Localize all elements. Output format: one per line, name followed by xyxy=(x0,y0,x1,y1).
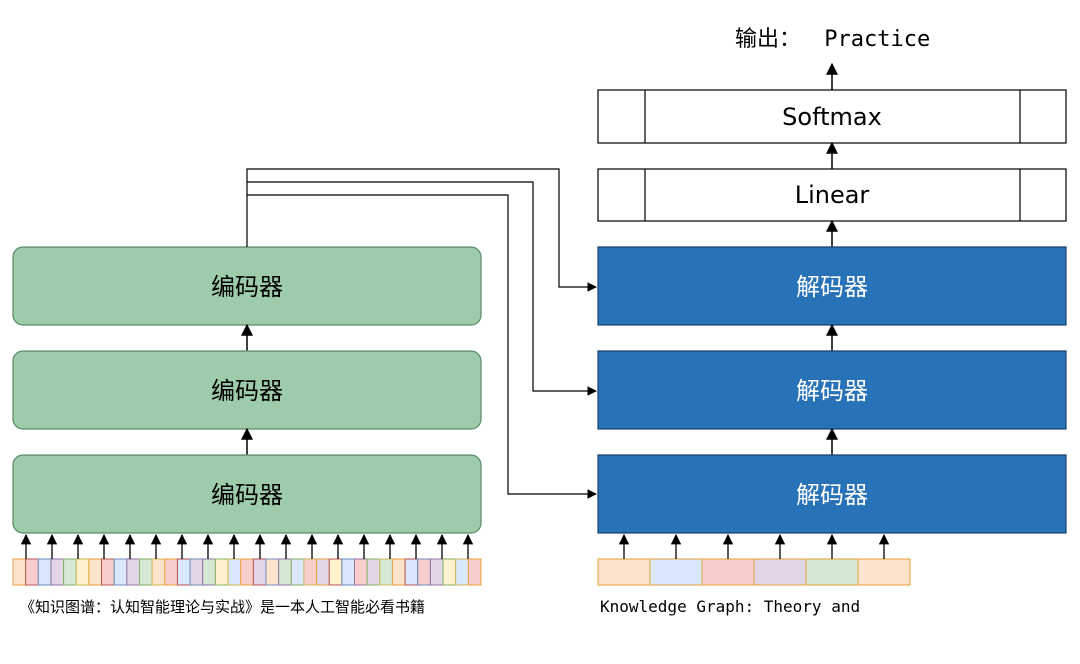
encoder-token xyxy=(442,558,457,586)
encoder-token xyxy=(391,558,406,586)
encoder-token xyxy=(341,558,356,586)
encoder-token xyxy=(25,558,39,586)
encoder-token xyxy=(240,558,254,586)
encoder-token xyxy=(316,558,330,586)
decoder-token xyxy=(649,558,703,586)
decoder-token xyxy=(701,558,755,586)
connection-encoder-to-decoder-middle xyxy=(247,181,597,396)
output-word: Practice xyxy=(824,27,930,52)
encoder-token xyxy=(202,558,216,586)
encoder-label: 编码器 xyxy=(211,273,283,301)
encoder-token xyxy=(189,558,204,586)
encoder-token xyxy=(75,558,90,586)
encoder-token xyxy=(138,558,153,586)
decoder-block-top: 解码器 xyxy=(597,246,1067,326)
encoder-label: 编码器 xyxy=(211,377,283,405)
encoder-token xyxy=(303,558,318,586)
encoder-token xyxy=(101,558,115,586)
decoder-block-bottom: 解码器 xyxy=(597,454,1067,534)
encoder-token xyxy=(404,558,419,586)
encoder-token xyxy=(252,558,267,586)
output-prefix: 输出： xyxy=(735,27,801,52)
encoder-token xyxy=(12,558,27,586)
decoder-token xyxy=(753,558,807,586)
encoder-token xyxy=(417,558,431,586)
encoder-block-top: 编码器 xyxy=(12,246,482,326)
encoder-input-tokens xyxy=(12,558,482,586)
encoder-token xyxy=(113,558,128,586)
encoder-token xyxy=(366,558,381,586)
encoder-token xyxy=(290,558,305,586)
encoder-input-arrows xyxy=(20,533,474,559)
decoder-token xyxy=(597,558,651,586)
encoder-block-bottom: 编码器 xyxy=(12,454,482,534)
encoder-token xyxy=(63,558,77,586)
decoder-label: 解码器 xyxy=(796,273,868,301)
decoder-label: 解码器 xyxy=(796,377,868,405)
encoder-token xyxy=(354,558,368,586)
decoder-block-middle: 解码器 xyxy=(597,350,1067,430)
connection-encoder-to-decoder-bottom xyxy=(247,194,597,499)
encoder-token xyxy=(50,558,65,586)
decoder-input-caption: Knowledge Graph: Theory and xyxy=(600,597,860,616)
encoder-token xyxy=(176,558,191,586)
decoder-input-tokens xyxy=(597,558,911,586)
softmax-label: Softmax xyxy=(782,103,882,131)
encoder-token xyxy=(379,558,393,586)
encoder-token xyxy=(214,558,229,586)
encoder-token xyxy=(455,558,469,586)
encoder-block-middle: 编码器 xyxy=(12,350,482,430)
decoder-token xyxy=(805,558,859,586)
linear-label: Linear xyxy=(795,181,870,209)
encoder-label: 编码器 xyxy=(211,481,283,509)
encoder-token xyxy=(265,558,280,586)
softmax-block: Softmax xyxy=(597,89,1067,144)
output-label: 输出： Practice xyxy=(735,27,930,52)
encoder-token xyxy=(126,558,140,586)
encoder-token xyxy=(328,558,343,586)
encoder-token xyxy=(88,558,103,586)
encoder-input-caption: 《知识图谱：认知智能理论与实战》是一本人工智能必看书籍 xyxy=(20,598,425,616)
encoder-token xyxy=(467,558,482,586)
encoder-token xyxy=(227,558,242,586)
decoder-input-arrows xyxy=(618,533,890,559)
encoder-token xyxy=(37,558,52,586)
encoder-token xyxy=(151,558,166,586)
decoder-label: 解码器 xyxy=(796,481,868,509)
linear-block: Linear xyxy=(597,168,1067,222)
encoder-token xyxy=(164,558,178,586)
encoder-token xyxy=(429,558,444,586)
decoder-token xyxy=(857,558,911,586)
encoder-token xyxy=(278,558,292,586)
